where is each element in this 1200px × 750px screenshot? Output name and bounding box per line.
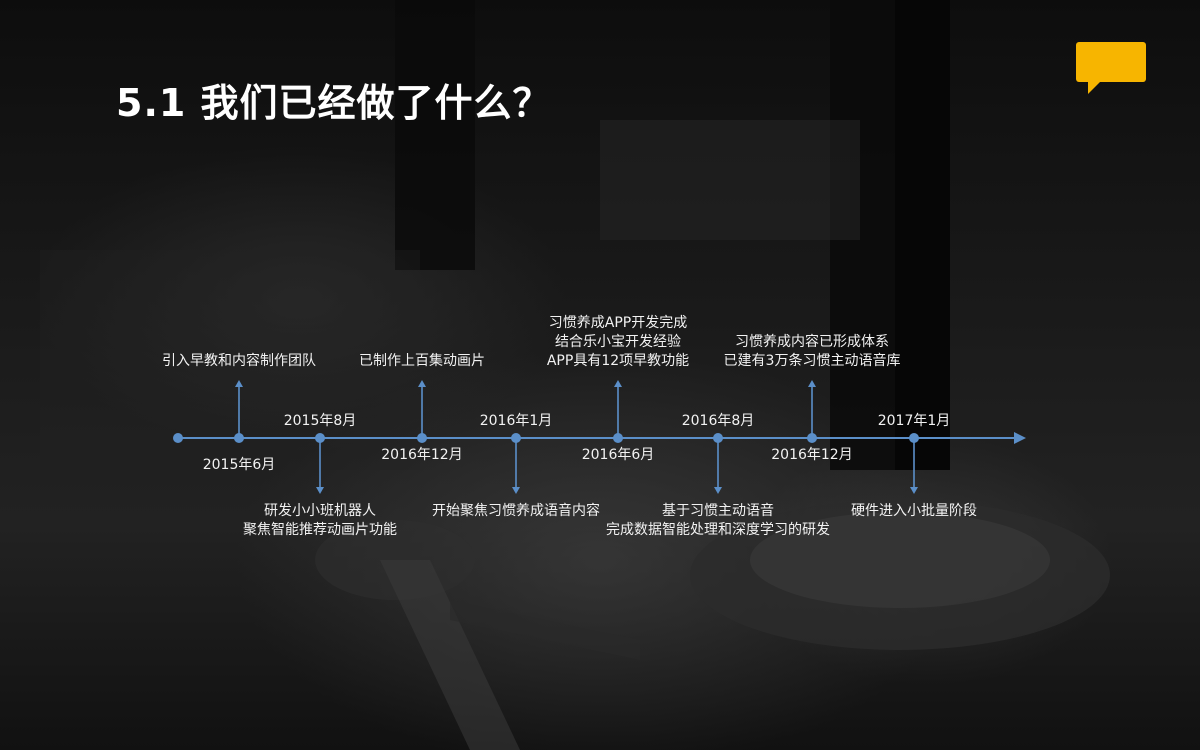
event-line: 开始聚焦习惯养成语音内容 [432,503,600,519]
arrow-up-icon [808,380,816,387]
date-label: 2015年6月 [202,457,276,473]
timeline-arrow-icon [1014,432,1026,444]
event-below: 基于习惯主动语音 完成数据智能处理和深度学习的研发 [606,502,830,540]
date-label: 2016年8月 [681,413,755,429]
event-line: 聚焦智能推荐动画片功能 [243,522,397,538]
event-line: 研发小小班机器人 [264,503,376,519]
timeline-node-dot [713,433,723,443]
event-line: 结合乐小宝开发经验 [555,334,681,350]
page-title: 5.1 我们已经做了什么？ [116,81,552,125]
event-below: 硬件进入小批量阶段 [851,502,977,521]
timeline-node-dot [315,433,325,443]
date-label: 2016年12月 [381,447,463,463]
arrow-down-icon [910,487,918,494]
arrow-up-icon [418,380,426,387]
timeline-start-dot [173,433,183,443]
timeline-node-dot [909,433,919,443]
arrow-up-icon [235,380,243,387]
event-above: 引入早教和内容制作团队 [162,352,316,371]
date-label: 2016年1月 [479,413,553,429]
event-below: 开始聚焦习惯养成语音内容 [432,502,600,521]
event-below: 研发小小班机器人 聚焦智能推荐动画片功能 [243,502,397,540]
event-above: 已制作上百集动画片 [359,352,485,371]
event-line: 习惯养成内容已形成体系 [734,334,889,350]
event-above: 习惯养成内容已形成体系 已建有3万条习惯主动语音库 [724,333,901,371]
date-label: 2016年6月 [581,447,655,463]
timeline-node-dot [511,433,521,443]
event-above: 习惯养成APP开发完成 结合乐小宝开发经验 APP具有12项早教功能 [547,314,689,371]
speech-bubble-icon [1076,42,1146,94]
event-line: 已制作上百集动画片 [359,353,485,369]
event-line: APP具有12项早教功能 [546,353,690,369]
arrow-down-icon [714,487,722,494]
event-line: 习惯养成APP开发完成 [548,315,688,331]
event-line: 完成数据智能处理和深度学习的研发 [606,522,830,538]
event-line: 已建有3万条习惯主动语音库 [723,353,901,369]
event-line: 引入早教和内容制作团队 [162,353,316,369]
date-label: 2016年12月 [771,447,853,463]
timeline-node-dot [417,433,427,443]
date-label: 2015年8月 [283,413,357,429]
arrow-up-icon [614,380,622,387]
date-label: 2017年1月 [877,413,951,429]
timeline-node-dot [613,433,623,443]
event-line: 基于习惯主动语音 [662,503,774,519]
event-line: 硬件进入小批量阶段 [851,503,977,519]
timeline-node-dot [807,433,817,443]
arrow-down-icon [316,487,324,494]
timeline-node-dot [234,433,244,443]
arrow-down-icon [512,487,520,494]
